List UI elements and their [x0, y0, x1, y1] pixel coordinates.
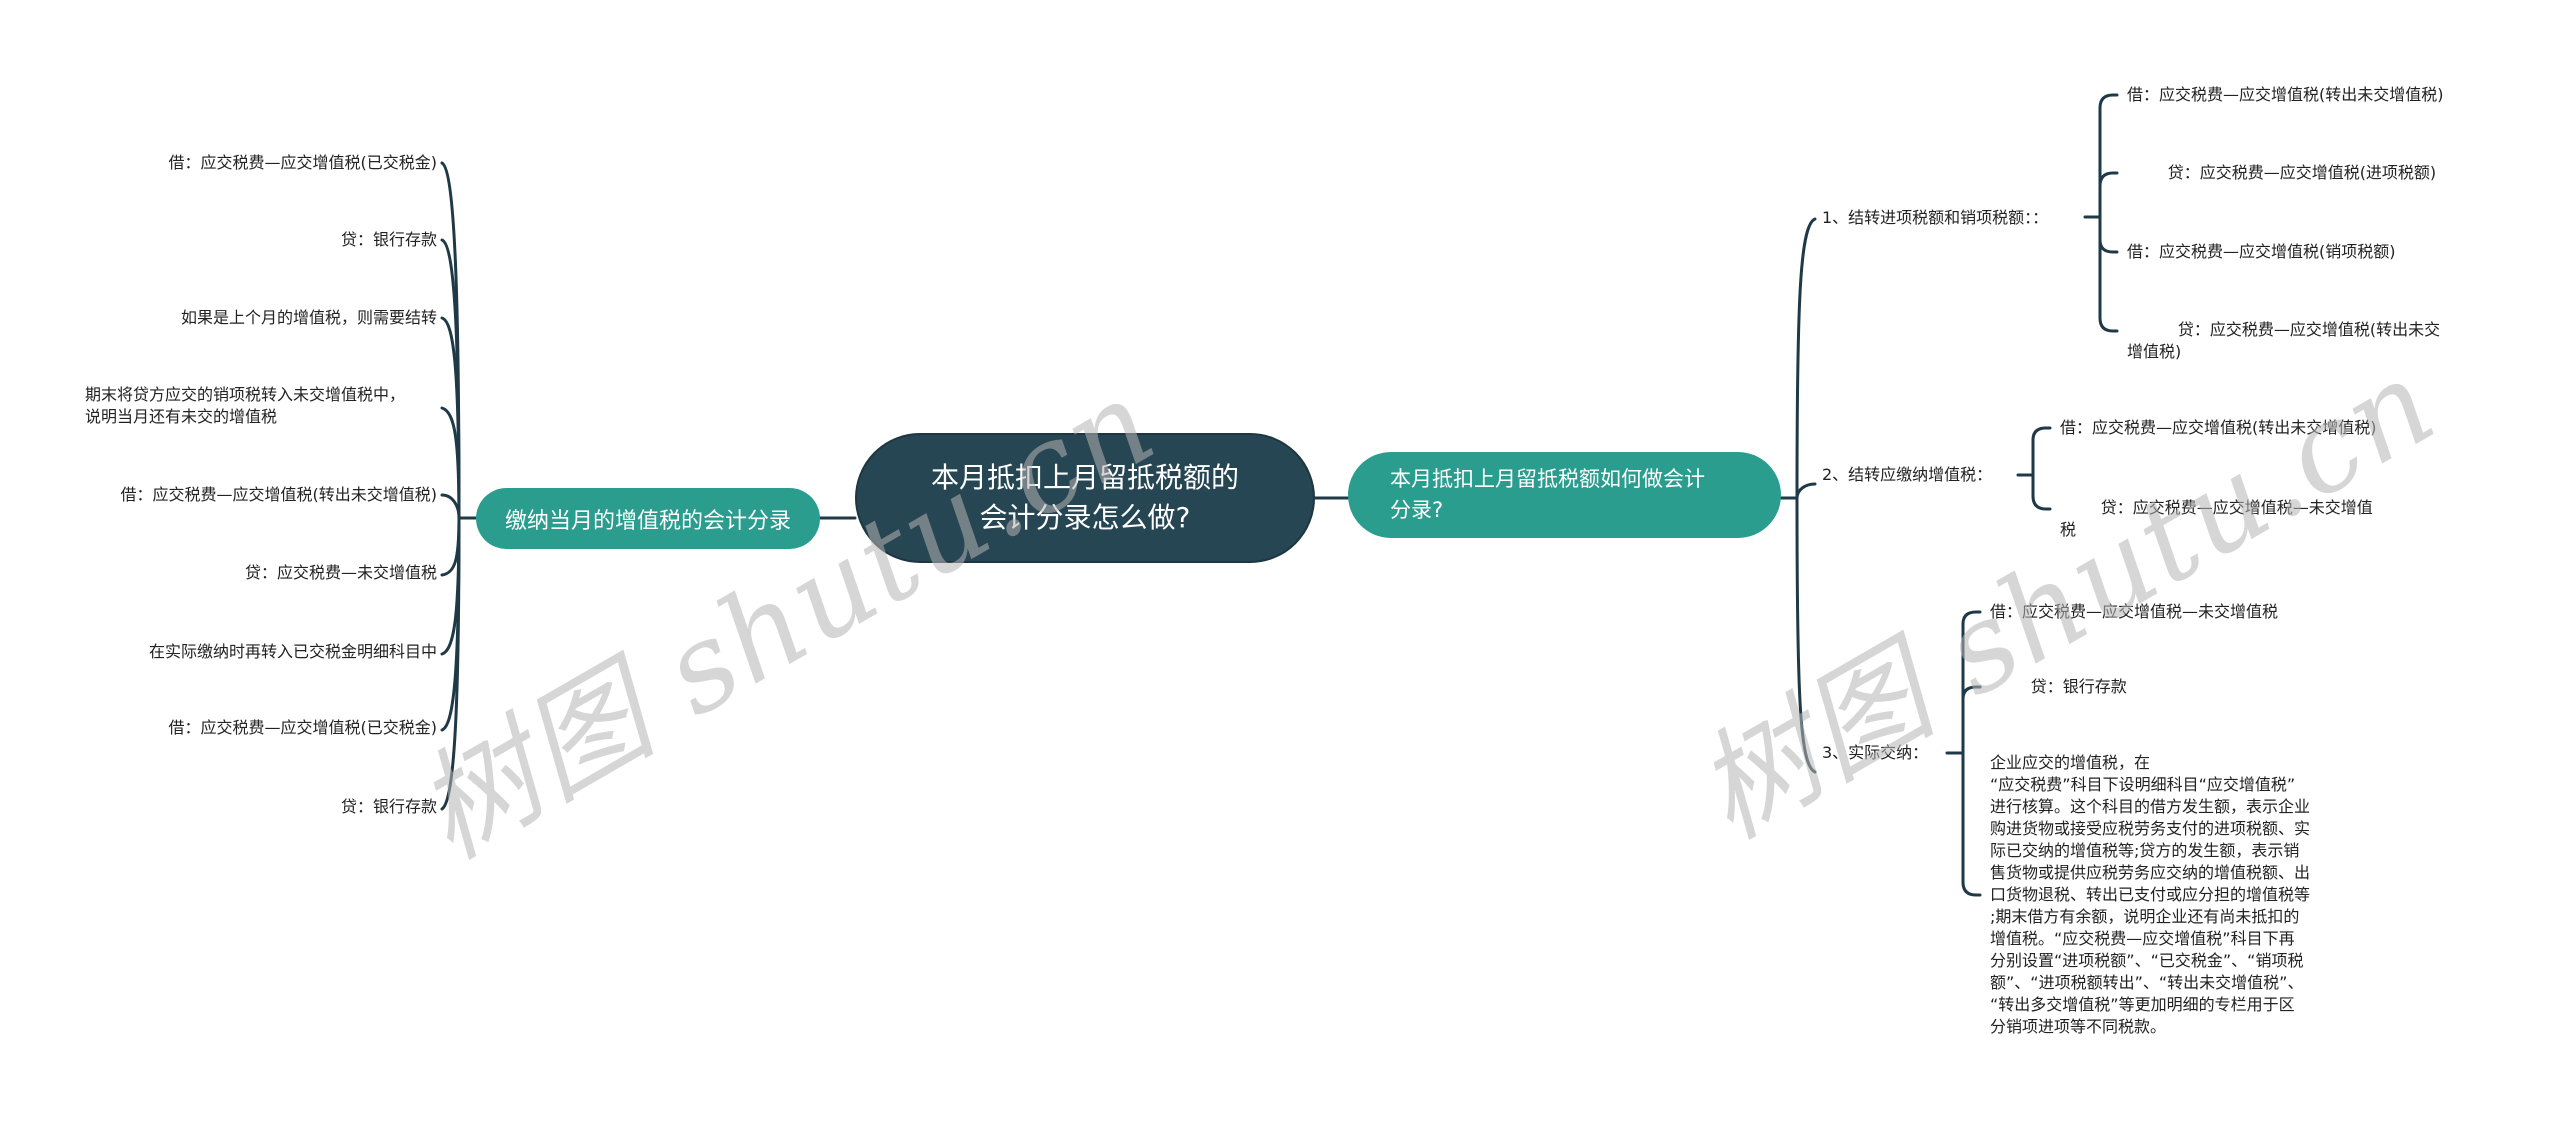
- subtopic-2-leaf-1[interactable]: 借：应交税费—应交增值税(转出未交增值税): [2060, 418, 2377, 437]
- right-branch-label-line1: 本月抵扣上月留抵税额如何做会计: [1390, 467, 1705, 491]
- left-leaf-4[interactable]: 期末将贷方应交的销项税转入未交增值税中， 说明当月还有未交的增值税: [85, 385, 406, 426]
- left-leaf-7[interactable]: 在实际缴纳时再转入已交税金明细科目中: [148, 642, 437, 661]
- left-branch-label: 缴纳当月的增值税的会计分录: [504, 508, 791, 534]
- left-leaf-9[interactable]: 贷：银行存款: [340, 797, 437, 816]
- subtopic-2-leaf-2[interactable]: 贷：应交税费—应交增值税—未交增值 税: [2060, 498, 2373, 539]
- right-branch-node[interactable]: 本月抵扣上月留抵税额如何做会计 分录?: [1348, 452, 1781, 538]
- root-title-line2: 会计分录怎么做?: [979, 501, 1191, 534]
- left-leaf-6[interactable]: 贷：应交税费—未交增值税: [244, 563, 437, 582]
- subtopic-1-leaf-1[interactable]: 借：应交税费—应交增值税(转出未交增值税): [2127, 85, 2444, 104]
- left-leaf-2[interactable]: 贷：银行存款: [340, 230, 437, 249]
- subtopic-3-leaf-2[interactable]: 贷：银行存款: [1990, 677, 2127, 696]
- subtopic-1-leaf-3[interactable]: 借：应交税费—应交增值税(销项税额): [2127, 242, 2396, 261]
- subtopic-2-label[interactable]: 2、结转应缴纳增值税：: [1822, 465, 1993, 484]
- subtopic-3-label[interactable]: 3、实际交纳：: [1822, 743, 1929, 762]
- left-leaf-3[interactable]: 如果是上个月的增值税，则需要结转: [180, 308, 437, 327]
- left-leaf-5[interactable]: 借：应交税费—应交增值税(转出未交增值税): [120, 485, 438, 504]
- left-leaf-8[interactable]: 借：应交税费—应交增值税(已交税金): [168, 718, 438, 737]
- right-branch-label-line2: 分录?: [1390, 498, 1444, 522]
- subtopic-1-leaf-2[interactable]: 贷：应交税费—应交增值税(进项税额): [2127, 163, 2437, 182]
- subtopic-3-leaf-1[interactable]: 借：应交税费—应交增值税—未交增值税: [1990, 602, 2279, 621]
- root-topic-node[interactable]: 本月抵扣上月留抵税额的 会计分录怎么做?: [855, 433, 1315, 563]
- left-leaf-1[interactable]: 借：应交税费—应交增值税(已交税金): [168, 153, 438, 172]
- root-title-line1: 本月抵扣上月留抵税额的: [930, 461, 1239, 494]
- subtopic-1-leaf-4[interactable]: 贷：应交税费—应交增值税(转出未交 增值税): [2127, 320, 2441, 361]
- subtopic-1-label[interactable]: 1、结转进项税额和销项税额：：: [1822, 208, 2049, 227]
- left-branch-node[interactable]: 缴纳当月的增值税的会计分录: [476, 488, 820, 549]
- subtopic-3-leaf-3-paragraph[interactable]: 企业应交的增值税，在 “应交税费”科目下设明细科目“应交增值税” 进行核算。这个…: [1990, 753, 2311, 1036]
